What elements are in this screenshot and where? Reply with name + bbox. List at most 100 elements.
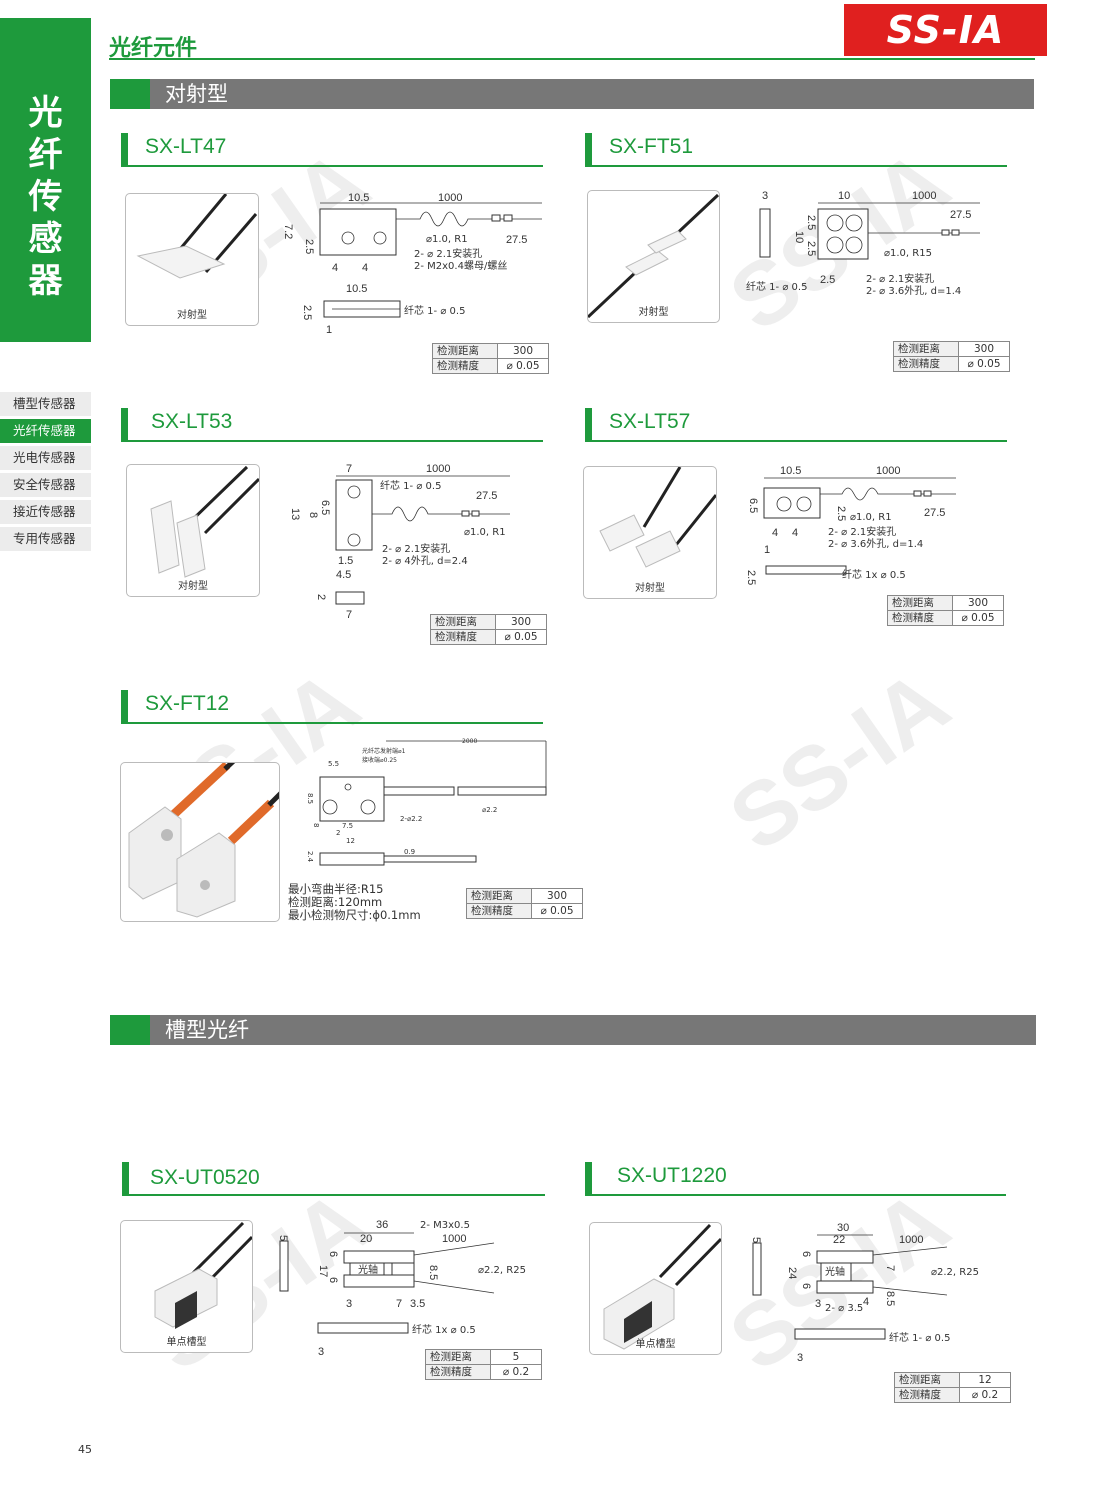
svg-text:27.5: 27.5	[506, 234, 527, 246]
spec-key: 检测精度	[887, 610, 953, 626]
spec-value: 300	[958, 341, 1010, 357]
side-tab-char: 器	[28, 261, 63, 301]
svg-text:⌀1.0, R1: ⌀1.0, R1	[850, 512, 892, 523]
svg-text:5: 5	[750, 1237, 762, 1243]
dimension-drawing: 10.5 1000 7.2 2.5 27.5 4 4 ⌀1.0, R1 2- ⌀…	[282, 192, 542, 336]
svg-text:12: 12	[346, 837, 355, 845]
svg-text:4: 4	[332, 262, 338, 274]
model-header-line	[122, 1194, 545, 1196]
spec-key: 检测精度	[466, 903, 532, 919]
svg-text:⌀1.0, R15: ⌀1.0, R15	[884, 248, 932, 259]
svg-text:6: 6	[800, 1251, 812, 1257]
svg-text:4.5: 4.5	[336, 569, 351, 581]
svg-text:2: 2	[336, 829, 340, 837]
sensor-illustration	[128, 763, 279, 918]
side-menu-item[interactable]: 接近传感器	[0, 500, 91, 524]
model-name: SX-UT0520	[150, 1166, 260, 1189]
svg-text:1000: 1000	[899, 1234, 923, 1246]
svg-text:4: 4	[362, 262, 368, 274]
spec-key: 检测精度	[894, 1387, 960, 1403]
svg-text:8.5: 8.5	[427, 1265, 439, 1280]
svg-text:27.5: 27.5	[476, 490, 497, 502]
spec-value: 12	[959, 1372, 1011, 1388]
model-header-line	[121, 440, 543, 442]
side-menu: 槽型传感器 光纤传感器 光电传感器 安全传感器 接近传感器 专用传感器	[0, 392, 91, 554]
svg-text:2- ⌀ 2.1安装孔: 2- ⌀ 2.1安装孔	[414, 247, 482, 260]
svg-text:17: 17	[317, 1265, 329, 1277]
model-header: SX-FT51	[585, 133, 1007, 167]
section-bar-opposed: 对射型	[110, 79, 1034, 109]
svg-text:2- ⌀ 2.1安装孔: 2- ⌀ 2.1安装孔	[382, 542, 450, 555]
side-tab-char: 光	[28, 93, 63, 133]
model-header-accent	[121, 408, 128, 442]
svg-text:⌀1.0, R1: ⌀1.0, R1	[464, 527, 506, 538]
dimension-drawing: 7 1000 27.5 6.5 13 8 1.5 4.5 纤芯 1- ⌀ 0.5…	[289, 463, 510, 620]
svg-text:⌀2.2: ⌀2.2	[482, 806, 497, 814]
svg-text:2- M3x0.5: 2- M3x0.5	[420, 1220, 470, 1231]
dim-label: 1000	[438, 192, 462, 204]
spec-notes: 最小弯曲半径:R15 检测距离:120mm 最小检测物尺寸:ϕ0.1mm	[288, 883, 421, 922]
svg-text:2.5: 2.5	[835, 506, 847, 521]
svg-text:36: 36	[376, 1219, 388, 1231]
header-divider	[109, 58, 1035, 60]
svg-text:纤芯 1- ⌀ 0.5: 纤芯 1- ⌀ 0.5	[404, 304, 465, 317]
side-tab-char: 纤	[28, 135, 63, 175]
side-menu-item[interactable]: 槽型传感器	[0, 392, 91, 416]
svg-text:3.5: 3.5	[410, 1298, 425, 1310]
svg-text:5: 5	[277, 1235, 289, 1241]
spec-value: ⌀ 0.05	[497, 358, 549, 374]
model-header-line	[585, 440, 1007, 442]
model-name: SX-FT51	[609, 135, 694, 158]
section-bar-accent	[110, 79, 150, 109]
svg-text:22: 22	[833, 1234, 845, 1246]
section-title: 槽型光纤	[165, 1018, 249, 1042]
spec-value: ⌀ 0.05	[952, 610, 1004, 626]
model-header: SX-UT1220	[585, 1162, 1006, 1196]
side-menu-item-active[interactable]: 光纤传感器	[0, 419, 91, 443]
model-header-accent	[122, 1162, 129, 1196]
model-name: SX-LT57	[609, 410, 691, 433]
dimension-drawing: 5 36 20 2- M3x0.5 1000 光轴 6 17 6 8.5 ⌀2.…	[277, 1219, 526, 1357]
svg-text:⌀2.2, R25: ⌀2.2, R25	[931, 1267, 979, 1278]
model-name: SX-FT12	[145, 692, 230, 715]
svg-text:6: 6	[800, 1283, 812, 1289]
svg-text:⌀1.0, R1: ⌀1.0, R1	[426, 234, 468, 245]
spec-key: 检测距离	[432, 343, 498, 359]
svg-text:4: 4	[772, 527, 778, 539]
svg-text:6: 6	[327, 1277, 339, 1283]
dimension-drawing: 2000 光纤芯发射端⌀1 接收端⌀0.25 5.5 ⌀2.2 2-⌀2.2 8…	[306, 738, 547, 866]
spec-key: 检测精度	[432, 358, 498, 374]
side-menu-item[interactable]: 专用传感器	[0, 527, 91, 551]
spec-key: 检测距离	[430, 614, 496, 630]
product-photo: 对射型	[125, 193, 259, 326]
svg-text:7: 7	[884, 1265, 896, 1271]
svg-text:8: 8	[307, 512, 319, 518]
product-photo: 对射型	[587, 190, 720, 323]
svg-text:30: 30	[837, 1222, 849, 1234]
model-header-accent	[585, 408, 592, 442]
svg-text:5.5: 5.5	[328, 760, 339, 768]
model-header-accent	[121, 133, 128, 167]
dimension-drawing: 3 10 1000 27.5 2.5 10 2.5 2.5 ⌀1.0, R15 …	[746, 190, 980, 297]
product-photo	[120, 762, 280, 922]
svg-text:7.2: 7.2	[282, 224, 294, 239]
svg-text:3: 3	[815, 1298, 821, 1310]
svg-text:7: 7	[396, 1298, 402, 1310]
photo-caption: 对射型	[177, 310, 207, 321]
product-photo: 单点槽型	[589, 1222, 722, 1355]
svg-text:1: 1	[764, 544, 770, 556]
svg-text:2- ⌀ 3.5: 2- ⌀ 3.5	[825, 1303, 863, 1314]
model-header: SX-LT57	[585, 408, 1007, 442]
svg-text:7.5: 7.5	[342, 822, 353, 830]
model-header: SX-FT12	[121, 690, 543, 724]
sensor-illustration	[154, 1221, 252, 1329]
svg-text:6.5: 6.5	[319, 500, 331, 515]
side-menu-item[interactable]: 安全传感器	[0, 473, 91, 497]
spec-key: 检测距离	[425, 1349, 491, 1365]
page-number: 45	[78, 1443, 92, 1456]
side-menu-item[interactable]: 光电传感器	[0, 446, 91, 470]
spec-value: ⌀ 0.05	[531, 903, 583, 919]
